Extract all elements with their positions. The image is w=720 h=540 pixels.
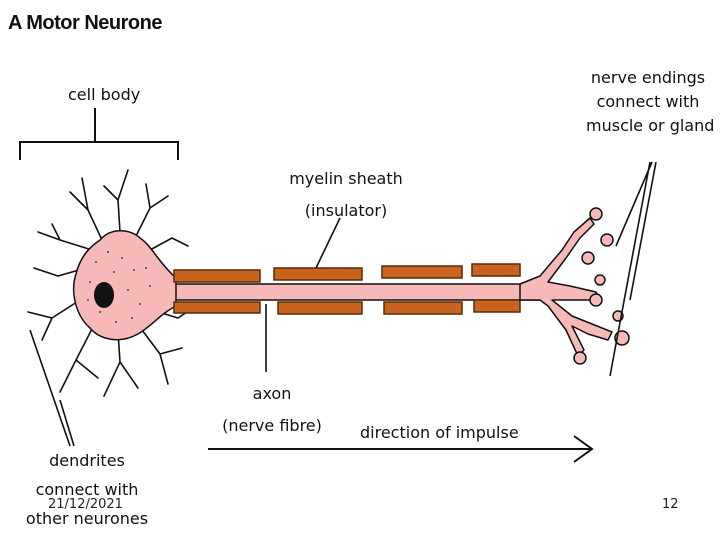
direction-label: direction of impulse bbox=[360, 423, 519, 442]
page-title: A Motor Neurone bbox=[8, 12, 162, 34]
axon-line-1: axon bbox=[252, 384, 292, 403]
nerve-endings-line-3: muscle or gland bbox=[586, 116, 715, 135]
nerve-endings-line-1: nerve endings bbox=[590, 68, 706, 87]
myelin-sheath-line-1: myelin sheath bbox=[289, 169, 403, 188]
cell-body-label: cell body bbox=[68, 85, 141, 104]
axon-fibre bbox=[149, 283, 541, 301]
page-number: 12 bbox=[662, 497, 679, 512]
dendrites-line-1: dendrites bbox=[49, 451, 125, 470]
axon-line-2: (nerve fibre) bbox=[222, 416, 322, 435]
pointer-lines bbox=[29, 161, 657, 447]
dendrites-line-3: other neurones bbox=[25, 509, 149, 528]
myelin-segments bbox=[173, 263, 521, 315]
nucleus bbox=[94, 282, 114, 308]
cell-body-shape bbox=[72, 230, 177, 341]
myelin-sheath-label: myelin sheath (insulator) bbox=[284, 163, 408, 227]
dendrites-line-2: connect with bbox=[35, 480, 139, 499]
nerve-endings-shape bbox=[519, 207, 630, 365]
cell-body-bracket bbox=[19, 108, 179, 160]
impulse-arrow bbox=[208, 435, 594, 463]
nerve-endings-line-2: connect with bbox=[596, 92, 700, 111]
dendrites-label: dendrites connect with other neurones bbox=[22, 446, 152, 533]
footer-date: 21/12/2021 bbox=[48, 497, 123, 512]
cell-cytoplasm-dots bbox=[87, 251, 151, 323]
myelin-sheath-line-2: (insulator) bbox=[304, 201, 388, 220]
nerve-endings-label: nerve endings connect with muscle or gla… bbox=[586, 66, 715, 138]
axon-label: axon (nerve fibre) bbox=[214, 378, 330, 442]
